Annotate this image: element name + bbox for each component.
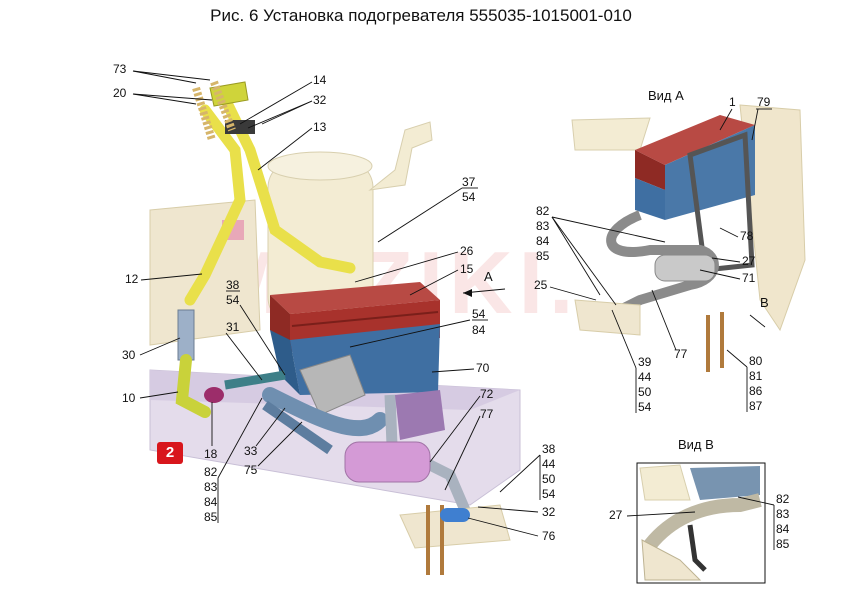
callout-1: 1 <box>729 95 736 109</box>
callout-10: 10 <box>122 391 136 405</box>
callout-70: 70 <box>476 361 490 375</box>
figure-title: Рис. 6 Установка подогревателя 555035-10… <box>210 6 632 25</box>
callout-38: 38 <box>226 278 240 292</box>
arrow-a-head <box>463 289 472 297</box>
callout-54b: 54 <box>226 293 240 307</box>
callout-44b: 44 <box>638 370 652 384</box>
callout-14: 14 <box>313 73 327 87</box>
view-a-tank <box>571 117 651 151</box>
view-b-bracket <box>641 539 702 581</box>
callout-82c: 82 <box>776 492 790 506</box>
callout-27: 27 <box>742 254 756 268</box>
fuel-tank-top <box>267 151 373 181</box>
view-b-bar <box>687 524 707 572</box>
callout-27b: 27 <box>609 508 623 522</box>
view-a-title: Вид А <box>648 88 684 103</box>
callout-81: 81 <box>749 369 763 383</box>
view-a-beige-plate <box>574 299 641 336</box>
callout-84d: 84 <box>776 522 790 536</box>
callout-72: 72 <box>480 387 494 401</box>
callout-84b: 84 <box>204 495 218 509</box>
view-b-tank <box>639 464 691 501</box>
arrow-b-label: В <box>760 295 769 310</box>
view-a-bracket <box>687 131 755 273</box>
view-b-heater <box>690 466 760 500</box>
callout-30: 30 <box>122 348 136 362</box>
callout-54d: 54 <box>542 487 556 501</box>
view-a-heater-blue <box>635 178 665 220</box>
callout-87: 87 <box>749 399 763 413</box>
callout-85c: 85 <box>776 537 790 551</box>
yellow-pipe-10 <box>175 354 211 418</box>
callout-13: 13 <box>313 120 327 134</box>
callout-54e: 54 <box>638 400 652 414</box>
callout-80: 80 <box>749 354 763 368</box>
callout-39: 39 <box>638 355 652 369</box>
view-a-frame-right <box>739 104 806 332</box>
callout-54: 54 <box>462 190 476 204</box>
hose-31 <box>224 370 286 390</box>
callout-84c: 84 <box>536 234 550 248</box>
callout-54c: 54 <box>472 307 486 321</box>
view-a-heater-red <box>635 150 665 190</box>
heat-shield <box>299 354 366 416</box>
callout-77b: 77 <box>674 347 688 361</box>
callout-82b: 82 <box>536 204 550 218</box>
view-a-muffler <box>654 254 716 282</box>
callout-71: 71 <box>742 271 756 285</box>
callout-18: 18 <box>204 447 218 461</box>
callout-31: 31 <box>226 320 240 334</box>
view-b-title: Вид В <box>678 437 714 452</box>
callout-32: 32 <box>313 93 327 107</box>
heater-top <box>270 282 440 314</box>
callout-83b: 83 <box>536 219 550 233</box>
heater-blue-end <box>270 330 300 395</box>
yellow-pipe-right <box>222 99 356 274</box>
view-a-heater-top <box>635 115 755 165</box>
callout-44: 44 <box>542 457 556 471</box>
callout-50b: 50 <box>638 385 652 399</box>
heater-mount <box>395 390 445 440</box>
callout-77: 77 <box>480 407 494 421</box>
callout-37: 37 <box>462 175 476 189</box>
outlet-pipe-76 <box>440 508 470 522</box>
callout-73: 73 <box>113 62 127 76</box>
filler-neck <box>368 121 433 191</box>
clamp-18 <box>204 387 224 403</box>
heater-rib <box>291 311 439 327</box>
view-b-pipe <box>644 493 762 550</box>
arrow-a-label: А <box>484 269 493 284</box>
callout-83c: 83 <box>776 507 790 521</box>
callout-85b: 85 <box>536 249 550 263</box>
callout-15: 15 <box>460 262 474 276</box>
callout-25: 25 <box>534 278 548 292</box>
view-a-heater-side <box>665 125 755 220</box>
flex-pipe-30 <box>177 309 195 361</box>
callout-38b: 38 <box>542 442 556 456</box>
callout-33: 33 <box>244 444 258 458</box>
page-badge: 2 <box>157 442 183 464</box>
callout-12: 12 <box>125 272 139 286</box>
callout-26: 26 <box>460 244 474 258</box>
callout-79: 79 <box>757 95 771 109</box>
callout-82: 82 <box>204 465 218 479</box>
hose-33 <box>262 400 333 455</box>
callout-32b: 32 <box>542 505 556 519</box>
arrow-b-line <box>749 314 766 328</box>
callout-84: 84 <box>472 323 486 337</box>
spring-right <box>210 80 236 132</box>
callout-75: 75 <box>244 463 258 477</box>
callout-20: 20 <box>113 86 127 100</box>
callout-78: 78 <box>740 229 754 243</box>
callout-83: 83 <box>204 480 218 494</box>
hose-75 <box>262 387 388 437</box>
muffler <box>344 441 431 483</box>
callout-86: 86 <box>749 384 763 398</box>
yellow-pipe-left <box>184 104 246 306</box>
callout-50: 50 <box>542 472 556 486</box>
callout-76: 76 <box>542 529 556 543</box>
spring-left <box>192 86 216 142</box>
callout-85: 85 <box>204 510 218 524</box>
